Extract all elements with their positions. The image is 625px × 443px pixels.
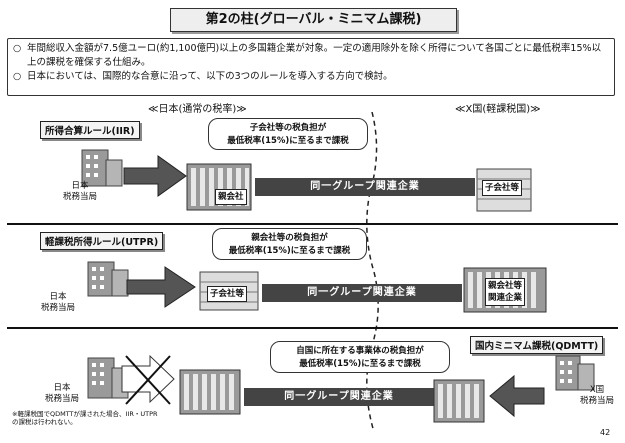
bullet-marker: ○ [13, 43, 22, 54]
authority-label: 日本 税務当局 [44, 383, 79, 404]
building-icon [179, 369, 241, 415]
border-line [366, 112, 379, 432]
japan-header: ≪日本(通常の税率)≫ [148, 104, 247, 115]
bubble-line: 最低税率(15%)に至るまで課税 [299, 359, 421, 369]
intro-text-1: 年間総収入金額が7.5億ユーロ(約1,100億円)以上の多国籍企業が対象。一定の… [27, 43, 602, 68]
bubble-line: 最低税率(15%)に至るまで課税 [228, 246, 351, 256]
entity-parent-related: 親会社等 関連企業 [485, 278, 526, 306]
utpr-bubble: 親会社等の税負担が 最低税率(15%)に至るまで課税 [212, 228, 367, 260]
footnote: ※軽課税国でQDMTTが課された場合、IIR・UTPRの課税は行われない。 [12, 410, 158, 426]
entity-subsidiary: 子会社等 [482, 180, 523, 196]
qdmtt-bubble: 自国に所在する事業体の税負担が 最低税率(15%)に至るまで課税 [270, 341, 450, 373]
intro-bullet: ○ 日本においては、国際的な合意に沿って、以下の3つのルールを導入する方向で検討… [13, 70, 609, 84]
bubble-line: 親会社等の税負担が [251, 233, 328, 243]
intro-box: ○ 年間総収入金額が7.5億ユーロ(約1,100億円)以上の多国籍企業が対象。一… [7, 38, 615, 96]
intro-text-2: 日本においては、国際的な合意に沿って、以下の3つのルールを導入する方向で検討。 [27, 71, 393, 82]
rule-iir-label: 所得合算ルール(IIR) [40, 121, 140, 139]
building-icon [81, 149, 123, 187]
iir-bubble: 子会社等の税負担が 最低税率(15%)に至るまで課税 [208, 118, 368, 150]
group-bar: 同一グループ関連企業 [244, 388, 434, 406]
group-bar: 同一グループ関連企業 [262, 284, 462, 302]
arrow-left-icon [489, 374, 545, 418]
authority-label: 日本 税務当局 [62, 181, 97, 202]
section-separator [7, 223, 618, 225]
crossed-out-icon [121, 354, 175, 405]
section-separator [7, 327, 618, 329]
page-title: 第2の柱(グローバル・ミニマム課税) [170, 8, 457, 32]
entity-parent: 親会社 [215, 189, 247, 205]
entity-subsidiary: 子会社等 [207, 286, 248, 302]
authority-label: 日本 税務当局 [40, 292, 75, 313]
group-bar: 同一グループ関連企業 [255, 178, 475, 196]
bullet-marker: ○ [13, 71, 22, 82]
authority-label: X国 税務当局 [579, 385, 614, 406]
rule-utpr-label: 軽課税所得ルール(UTPR) [40, 232, 164, 250]
arrow-right-icon [123, 155, 187, 197]
xcountry-header: ≪X国(軽課税国)≫ [455, 104, 541, 115]
page-number: 42 [600, 428, 611, 437]
bubble-line: 子会社等の税負担が [249, 123, 327, 133]
building-icon [87, 261, 129, 297]
building-icon [555, 355, 595, 391]
bubble-line: 自国に所在する事業体の税負担が [296, 346, 424, 356]
rule-qdmtt-label: 国内ミニマム課税(QDMTT) [470, 336, 604, 354]
bubble-line: 最低税率(15%)に至るまで課税 [227, 136, 349, 146]
intro-bullet: ○ 年間総収入金額が7.5億ユーロ(約1,100億円)以上の多国籍企業が対象。一… [13, 42, 609, 70]
building-icon [433, 379, 485, 423]
arrow-right-icon [126, 266, 196, 308]
